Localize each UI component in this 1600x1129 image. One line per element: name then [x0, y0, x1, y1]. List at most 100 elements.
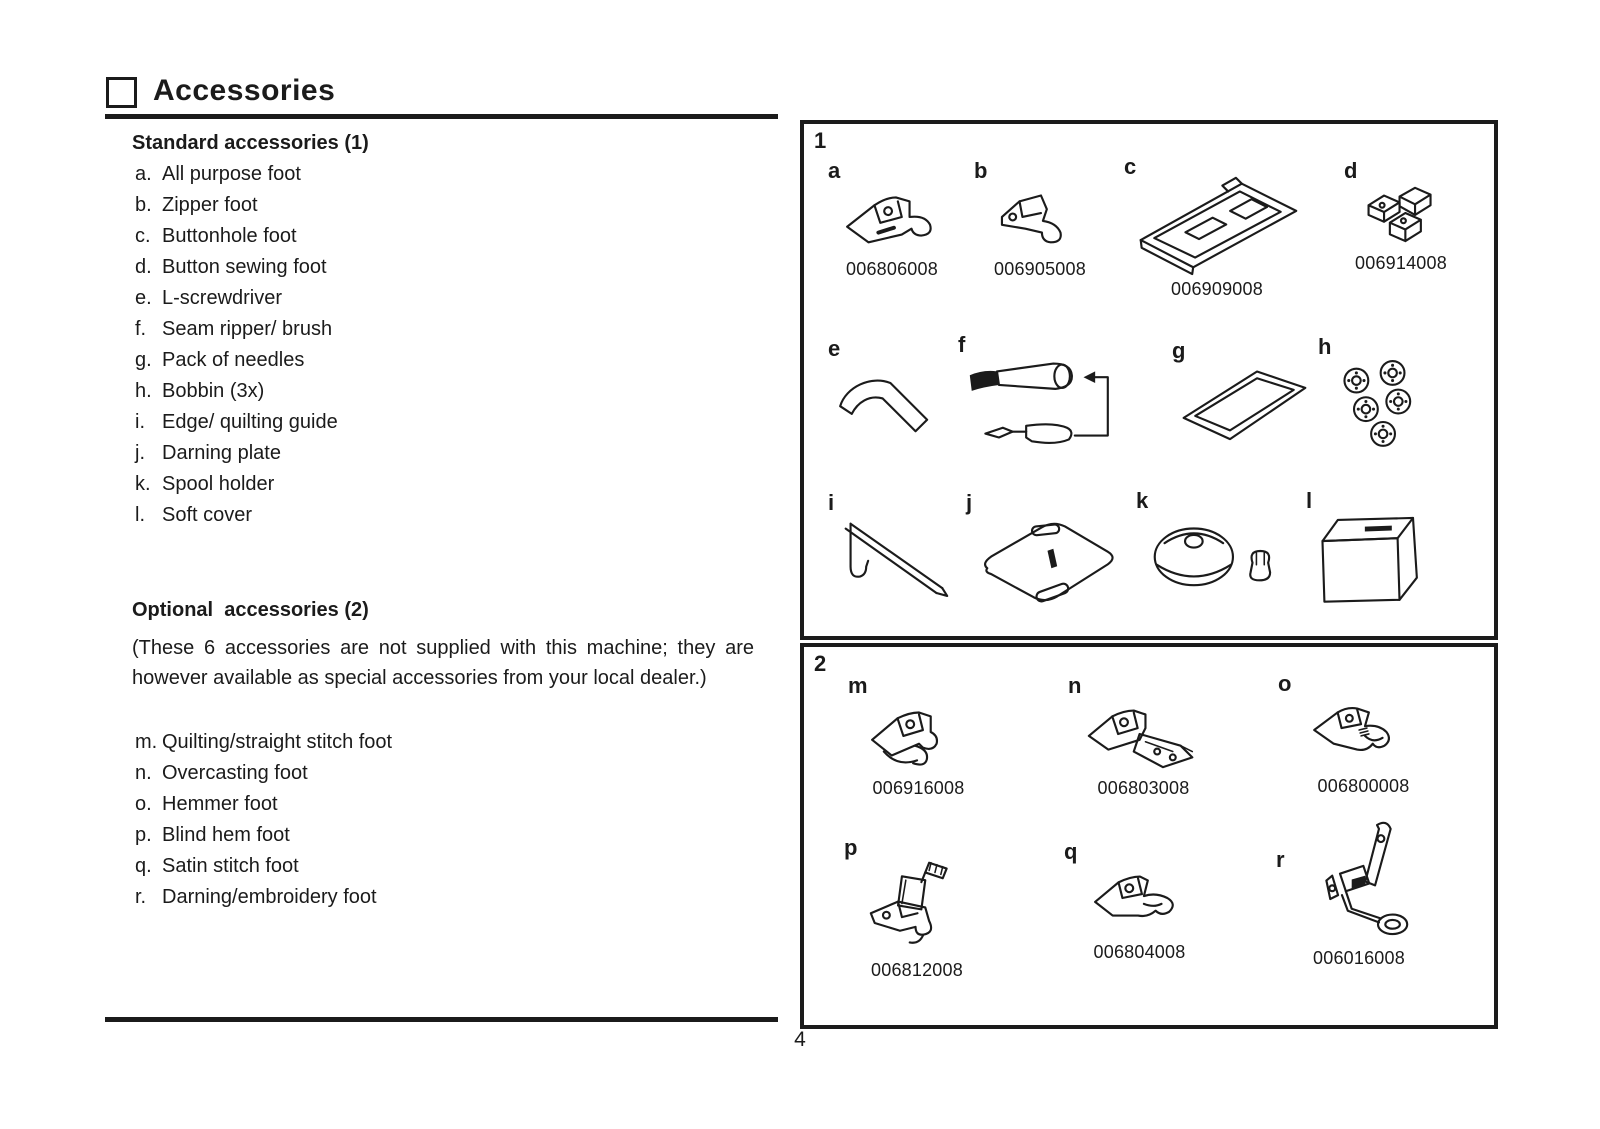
item-letter-label: l: [1306, 488, 1313, 513]
item-label: Spool holder: [162, 473, 275, 495]
figure-1-number: 1: [814, 128, 827, 153]
figure-item-h: h: [1316, 334, 1431, 455]
item-label: Edge/ quilting guide: [162, 411, 338, 433]
list-item: d.Button sewing foot: [135, 252, 338, 283]
buttonhole-foot-icon: [1139, 176, 1298, 276]
item-label: Bobbin (3x): [162, 380, 265, 402]
needle-pack-icon: [1182, 370, 1307, 441]
item-letter: n.: [135, 762, 152, 784]
item-letter: f.: [135, 318, 147, 340]
figure-item-f: f: [956, 332, 1141, 457]
figure-item-d: d 006914008: [1342, 158, 1460, 274]
figure-1-box: 1 a 006806008 b 006905008 c: [800, 120, 1498, 640]
item-letter-label: g: [1172, 338, 1186, 363]
standard-accessories-list: a.All purpose foot b. Zipper foot c.Butto…: [135, 159, 338, 531]
part-number: 006914008: [1355, 253, 1447, 273]
figure-item-c: c 006909008: [1122, 154, 1312, 300]
item-letter: r.: [135, 886, 147, 908]
part-number: 006803008: [1097, 778, 1190, 798]
item-letter-label: i: [828, 490, 835, 515]
l-screwdriver-icon: [839, 379, 929, 433]
item-letter: q.: [135, 855, 152, 877]
standard-accessories-heading: Standard accessories (1): [132, 132, 369, 154]
figure-2-box: 2 m 006916008 n: [800, 643, 1498, 1029]
item-letter: j.: [135, 442, 145, 464]
figure-item-r: r 006016008: [1274, 799, 1444, 969]
list-item: j.Darning plate: [135, 438, 338, 469]
list-item: a.All purpose foot: [135, 159, 338, 190]
list-item: o. Hemmer foot: [135, 789, 392, 820]
list-item: f. Seam ripper/ brush: [135, 314, 338, 345]
figure-item-e: e: [826, 336, 950, 443]
zipper-foot-icon: [1000, 194, 1062, 244]
item-letter-label: f: [958, 332, 966, 357]
figure-item-p: p 006812008: [842, 835, 992, 981]
item-label: Button sewing foot: [162, 256, 327, 278]
quilting-foot-icon: [870, 711, 938, 766]
list-item: k. Spool holder: [135, 469, 338, 500]
part-number: 006905008: [994, 259, 1086, 279]
item-letter: b.: [135, 194, 152, 216]
title-rule: [105, 114, 778, 119]
part-number: 006909008: [1171, 279, 1263, 299]
item-letter-label: a: [828, 158, 841, 183]
part-number: 006800008: [1317, 776, 1410, 796]
optional-accessories-note: (These 6 accessories are not supplied wi…: [132, 637, 754, 689]
part-number: 006804008: [1093, 942, 1186, 962]
part-number: 006806008: [846, 259, 938, 279]
figure-item-j: j: [964, 490, 1129, 613]
figure-item-a: a 006806008: [826, 158, 958, 280]
spool-holder-icon: [1153, 527, 1272, 587]
figure-item-n: n 006803008: [1066, 673, 1221, 799]
list-item: l.Soft cover: [135, 500, 338, 531]
figure-item-o: o 006800008: [1276, 671, 1451, 797]
figure-item-g: g: [1170, 338, 1318, 447]
item-letter: i.: [135, 411, 145, 433]
list-item: g.Pack of needles: [135, 345, 338, 376]
list-item: q.Satin stitch foot: [135, 851, 392, 882]
item-letter: o.: [135, 793, 152, 815]
list-item: n.Overcasting foot: [135, 758, 392, 789]
item-label: Darning/embroidery foot: [162, 886, 377, 908]
item-letter-label: m: [848, 673, 868, 698]
item-label: Soft cover: [162, 504, 253, 526]
item-letter: k.: [135, 473, 151, 495]
blind-hem-foot-icon: [869, 861, 948, 944]
darning-embroidery-foot-icon: [1325, 821, 1409, 936]
list-item: i. Edge/ quilting guide: [135, 407, 338, 438]
darning-plate-icon: [983, 522, 1114, 603]
item-letter-label: r: [1276, 847, 1285, 872]
list-item: h.Bobbin (3x): [135, 376, 338, 407]
item-letter-label: h: [1318, 334, 1332, 359]
item-letter-label: c: [1124, 154, 1137, 179]
figure-2-number: 2: [814, 651, 827, 676]
item-letter-label: q: [1064, 839, 1078, 864]
figure-item-k: k: [1134, 488, 1284, 599]
item-label: Blind hem foot: [162, 824, 290, 846]
seam-ripper-brush-icon: [969, 362, 1109, 444]
hemmer-foot-icon: [1312, 706, 1390, 751]
list-item: c.Buttonhole foot: [135, 221, 338, 252]
item-letter-label: o: [1278, 671, 1292, 696]
optional-accessories-heading: Optional accessories (2): [132, 599, 369, 621]
part-number: 006916008: [872, 778, 965, 798]
button-sewing-foot-icon: [1367, 186, 1432, 243]
item-label: Seam ripper/ brush: [162, 318, 333, 340]
bobbins-icon: [1342, 360, 1411, 447]
item-letter-label: b: [974, 158, 988, 183]
page-title: Accessories: [153, 74, 336, 107]
item-letter-label: k: [1136, 488, 1149, 513]
page-title-row: Accessories: [106, 74, 335, 108]
item-label: Buttonhole foot: [162, 225, 297, 247]
list-item: r. Darning/embroidery foot: [135, 882, 392, 913]
optional-accessories-list: m.Quilting/straight stitch foot n.Overca…: [135, 727, 392, 913]
figure-item-l: l: [1304, 488, 1444, 609]
item-label: Zipper foot: [162, 194, 258, 216]
item-letter: p.: [135, 824, 152, 846]
item-letter-label: n: [1068, 673, 1082, 698]
item-letter-label: d: [1344, 158, 1358, 183]
item-label: Hemmer foot: [162, 793, 278, 815]
overcasting-foot-icon: [1087, 709, 1193, 769]
list-item: b. Zipper foot: [135, 190, 338, 221]
